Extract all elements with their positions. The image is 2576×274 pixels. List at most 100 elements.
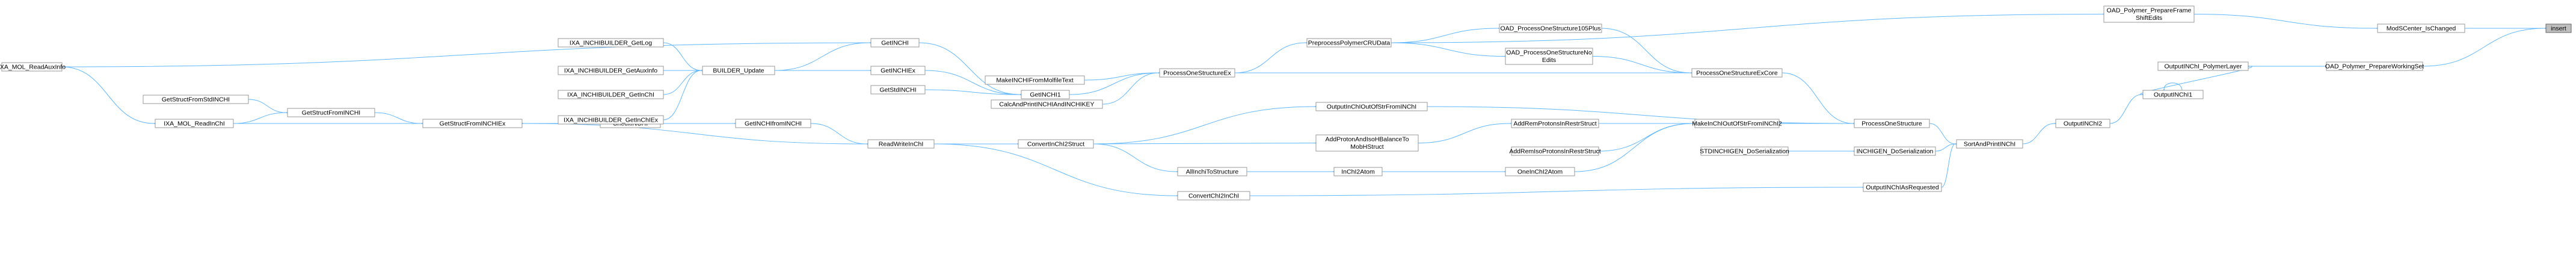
node-outputinchi2[interactable]: OutputINChI2 xyxy=(2055,119,2110,128)
node-processoneex[interactable]: ProcessOneStructureEx xyxy=(1159,68,1235,78)
node-ixa_readinchi[interactable]: IXA_MOL_ReadInChI xyxy=(155,119,234,128)
call-nodes: insertModSCenter_IsChangedOAD_Polymer_Pr… xyxy=(0,5,2572,201)
node-getinchiex[interactable]: GetINCHIEx xyxy=(870,66,926,75)
node-label: OutputINChI1 xyxy=(2154,92,2192,99)
node-label: OutputInChIOutOfStrFromINChI xyxy=(1327,104,1416,111)
node-makeinchifrommolfile[interactable]: MakeINCHIFromMolfileText xyxy=(985,75,1085,85)
node-box xyxy=(1159,68,1235,78)
node-sortandprint[interactable]: SortAndPrintINChI xyxy=(1956,139,2023,149)
node-stdinchigen_doserial[interactable]: STDINCHIGEN_DoSerialization xyxy=(1700,146,1789,156)
node-builder_update[interactable]: BUILDER_Update xyxy=(702,66,775,75)
node-label: GetINCHI1 xyxy=(1030,92,1061,99)
node-box xyxy=(2545,23,2572,33)
node-label: OutputINChI2 xyxy=(2064,120,2102,128)
node-getstructfrominchiex[interactable]: GetStructFromINCHIEx xyxy=(422,119,523,128)
call-edge-outputinchi2-to-outputinchi1 xyxy=(2109,92,2147,124)
node-box xyxy=(287,108,375,117)
node-box xyxy=(2377,23,2465,33)
call-edge-sortandprint-to-outputinchi2 xyxy=(2022,120,2059,145)
node-label: OutputINChI_PolymerLayer xyxy=(2165,63,2242,70)
node-ixa_readauxinfo[interactable]: IXA_MOL_ReadAuxInfo xyxy=(0,62,66,72)
node-box xyxy=(1,62,63,72)
call-edge-addprotonsandiso-to-addremprotons xyxy=(1418,120,1515,143)
node-label: INCHIGEN_DoSerialization xyxy=(1857,148,1934,155)
node-ixa_getinchi[interactable]: IXA_INCHIBUILDER_GetInChI xyxy=(558,90,664,99)
node-box xyxy=(867,139,935,149)
call-edge-addremiso-to-makeinchioutofstr xyxy=(1598,120,1698,152)
node-box xyxy=(1306,38,1392,48)
node-box xyxy=(1511,146,1599,156)
node-label: OAD_Polymer_PrepareWorkingSet xyxy=(2325,63,2424,70)
call-edge-convertinchi2struct-to-outputinchioutofstr xyxy=(1093,104,1320,145)
node-outputinchioutofstr[interactable]: OutputInChIOutOfStrFromINChI xyxy=(1315,102,1428,111)
node-getinchi1[interactable]: GetINCHI1 xyxy=(1021,90,1070,99)
node-addremprotons[interactable]: AddRemProtonsInRestrStruct xyxy=(1511,119,1599,128)
node-allinchitostructure[interactable]: AllInchiToStructure xyxy=(1177,167,1247,176)
node-label: MobHStruct xyxy=(1350,143,1384,151)
call-edge-outputinchi1-to-outputinchi1 xyxy=(2161,83,2183,94)
node-processstructureex[interactable]: ProcessOneStructureExCore xyxy=(1691,68,1783,78)
node-prepareworkingset[interactable]: OAD_Polymer_PrepareWorkingSet xyxy=(2325,61,2424,71)
node-readwriteinchi[interactable]: ReadWriteInChI xyxy=(867,139,935,149)
node-getinchifrominchi[interactable]: GetINCHIfromINCHI xyxy=(735,119,811,128)
call-edge-ixa_getlog-to-builder_update xyxy=(663,42,706,73)
node-box xyxy=(1315,134,1419,152)
node-box xyxy=(1021,90,1070,99)
node-box xyxy=(1691,68,1783,78)
node-getstructfrominchi[interactable]: GetStructFromINCHI xyxy=(287,108,375,117)
node-processstructure105plus[interactable]: OAD_ProcessOneStructure105Plus xyxy=(1499,23,1602,33)
call-edge-calcandprint-to-processoneex xyxy=(1102,70,1163,105)
node-convertinchi2struct[interactable]: ConvertInChI2Struct xyxy=(1018,139,1094,149)
node-box xyxy=(143,95,249,104)
call-edge-processstructurenoedits-to-processstructureex xyxy=(1592,56,1695,76)
call-edges xyxy=(61,11,2550,199)
node-box xyxy=(2142,90,2204,99)
node-calcandprint[interactable]: CalcAndPrintINCHIAndINCHIKEY xyxy=(991,99,1103,109)
call-edge-ixa_readinchi-to-getstructfrominchi xyxy=(233,110,291,124)
node-outputinchiasrequested[interactable]: OutputINChIAsRequested xyxy=(1863,182,1942,192)
node-preprocesspolymer[interactable]: PreprocessPolymerCRUData xyxy=(1306,38,1392,48)
node-box xyxy=(1505,48,1593,65)
node-makeinchioutofstr[interactable]: MakeInChIOutOfStrFromINChI2 xyxy=(1692,119,1782,128)
node-getinchi[interactable]: GetINCHI xyxy=(870,38,920,48)
node-processstructure[interactable]: ProcessOneStructure xyxy=(1854,119,1930,128)
call-edge-getstructfrominchi-to-getstructfrominchiex xyxy=(374,112,426,126)
node-getstdinchi[interactable]: GetStdINCHI xyxy=(870,85,926,95)
call-edge-getstructfromstdinchi-to-getstructfrominchi xyxy=(248,99,291,116)
node-outputinchi1[interactable]: OutputINChI1 xyxy=(2142,90,2204,99)
node-insert[interactable]: insert xyxy=(2545,23,2572,33)
node-addremiso[interactable]: AddRemIsoProtonsInRestrStruct xyxy=(1509,146,1601,156)
node-box xyxy=(1333,167,1383,176)
node-label: AddRemProtonsInRestrStruct xyxy=(1513,120,1596,128)
node-getstructfromstdinchi[interactable]: GetStructFromStdINCHI xyxy=(143,95,249,104)
node-box xyxy=(558,66,664,75)
node-label: GetStdINCHI xyxy=(879,87,916,94)
node-label: InChI2Atom xyxy=(1341,169,1375,176)
node-polymerlayer[interactable]: OutputINChI_PolymerLayer xyxy=(2157,61,2249,71)
call-edge-getinchifrominchi-to-readwriteinchi xyxy=(810,123,871,147)
node-inchigen_doserial[interactable]: INCHIGEN_DoSerialization xyxy=(1854,146,1936,156)
node-box xyxy=(1018,139,1094,149)
node-label: IXA_INCHIBUILDER_GetAuxInfo xyxy=(564,67,657,75)
node-inchi2atom[interactable]: InChI2Atom xyxy=(1333,167,1383,176)
node-box xyxy=(1315,102,1428,111)
node-modscenter[interactable]: ModSCenter_IsChanged xyxy=(2377,23,2465,33)
node-ixa_getinchikey[interactable]: IXA_INCHIBUILDER_GetInChIEx xyxy=(558,115,664,125)
node-ixa_getauxinfo[interactable]: IXA_INCHIBUILDER_GetAuxInfo xyxy=(558,66,664,75)
node-box xyxy=(1177,167,1247,176)
node-convertinchi2inchi[interactable]: ConvertChI2InChI xyxy=(1177,191,1250,201)
node-label: GetStructFromINCHI xyxy=(302,110,360,117)
call-edge-convertinchi2struct-to-allinchitostructure xyxy=(1093,143,1181,175)
node-label: GetStructFromINCHIEx xyxy=(440,120,506,128)
node-ixa_getlog[interactable]: IXA_INCHIBUILDER_GetLog xyxy=(558,38,664,48)
node-box xyxy=(1499,23,1602,33)
node-oneinchi2atom[interactable]: OneInChI2Atom xyxy=(1505,167,1575,176)
node-box xyxy=(1694,119,1780,128)
node-label: OAD_ProcessOneStructure105Plus xyxy=(1501,25,1601,33)
node-label: ProcessOneStructure xyxy=(1861,120,1922,128)
node-label: SortAndPrintINChI xyxy=(1964,141,2015,148)
call-edge-preprocesspolymer-to-prepareframe xyxy=(1391,11,2107,43)
